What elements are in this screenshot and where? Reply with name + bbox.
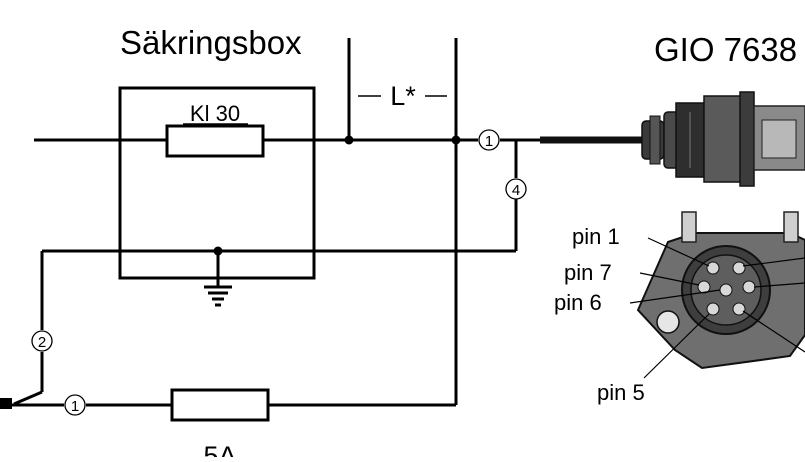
pin-6-leader (629, 289, 721, 304)
pin-right-leader-2 (753, 282, 805, 288)
left-wire-diagonal (13, 390, 43, 406)
wire-marker-1-top (478, 129, 500, 151)
wire-marker-1-bottom (64, 394, 86, 416)
wire-marker-2 (31, 330, 53, 352)
fuse-kl30-label: Kl 30 (190, 101, 240, 126)
fuse-box-title: Säkringsbox (120, 24, 302, 61)
wire-marker-1-bottom-label: 1 (71, 398, 79, 415)
pin-1-label: pin 1 (572, 224, 620, 249)
pin-7-leader (639, 272, 700, 286)
pin-right-leader-1 (742, 257, 805, 267)
wire-marker-2-label: 2 (38, 334, 46, 351)
pin-right-leader-3 (742, 310, 805, 353)
pin-7-label: pin 7 (564, 260, 612, 285)
fuse-kl30 (165, 124, 265, 158)
pin-6-label: pin 6 (554, 290, 602, 315)
wire-end-terminal (0, 398, 12, 409)
pin-1-leader (647, 237, 710, 267)
connector-front-view (636, 211, 805, 370)
wire-marker-4-label: 4 (512, 182, 520, 199)
wire-marker-1-top-label: 1 (485, 133, 493, 150)
ground-symbol-icon (204, 285, 232, 307)
fuse-5a-label: 5A (203, 441, 236, 457)
wire-marker-4 (505, 178, 527, 200)
length-label: L* (390, 81, 416, 111)
pin-5-label: pin 5 (597, 380, 645, 405)
fuse-5a (170, 388, 270, 422)
connector-side-view (641, 91, 805, 187)
pin-5-leader (643, 313, 710, 379)
device-title: GIO 7638 (654, 31, 797, 68)
